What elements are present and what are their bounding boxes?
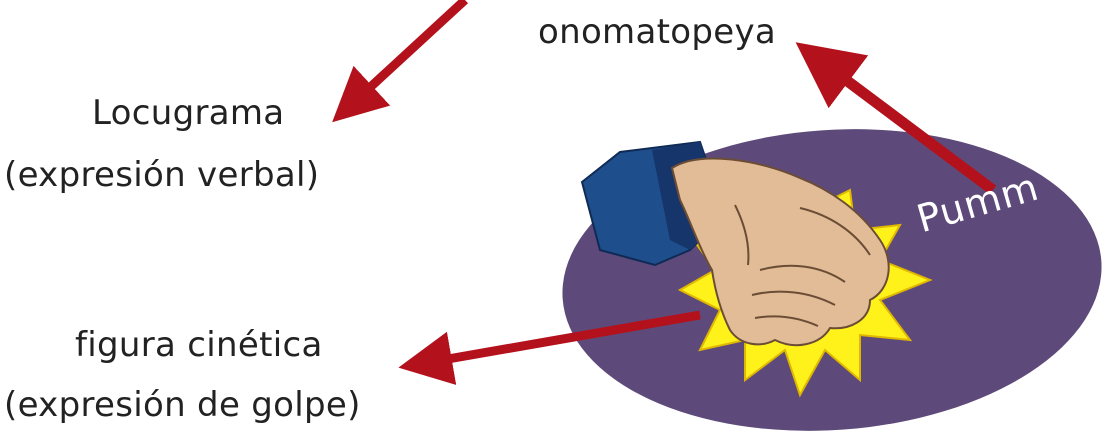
label-locugrama-subtitle: (expresión verbal): [4, 155, 319, 196]
arrow-to-locugrama: [352, 0, 465, 104]
label-locugrama-title: Locugrama: [92, 93, 284, 134]
label-figura-cinetica-subtitle: (expresión de golpe): [4, 385, 361, 426]
label-figura-cinetica-title: figura cinética: [75, 325, 323, 366]
label-onomatopeya: onomatopeya: [538, 12, 776, 53]
